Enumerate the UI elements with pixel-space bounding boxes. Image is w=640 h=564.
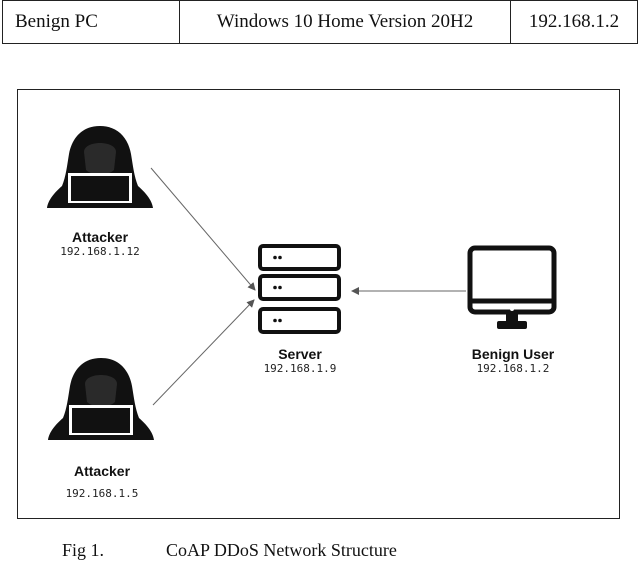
node-name: Server — [278, 346, 322, 362]
attacker-top-node: Attacker 192.168.1.12 — [50, 229, 150, 258]
node-ip: 192.168.1.12 — [60, 245, 140, 258]
link-attacker-top — [150, 167, 256, 291]
figure-number: Fig 1. — [62, 540, 105, 560]
node-name: Benign User — [471, 346, 555, 362]
server-node: Server 192.168.1.9 — [250, 346, 350, 375]
network-diagram — [47, 126, 557, 440]
server-icon — [258, 244, 341, 334]
figure-caption: Fig 1. CoAP DDoS Network Structure — [62, 540, 397, 561]
node-ip: 192.168.1.5 — [65, 487, 139, 500]
node-name: Attacker — [73, 463, 131, 479]
monitor-icon — [467, 245, 557, 329]
benign-user-node: Benign User 192.168.1.2 — [454, 346, 572, 375]
link-attacker-bottom — [152, 299, 255, 406]
hacker-icon — [48, 358, 154, 440]
table-row: Benign PC Windows 10 Home Version 20H2 1… — [2, 0, 638, 44]
node-ip: 192.168.1.9 — [263, 362, 337, 375]
figure-title: CoAP DDoS Network Structure — [166, 540, 397, 560]
spec-table: Benign PC Windows 10 Home Version 20H2 1… — [2, 0, 638, 44]
attacker-bottom-node: Attacker 192.168.1.5 — [52, 463, 152, 500]
table-cell-os: Windows 10 Home Version 20H2 — [179, 0, 511, 44]
network-figure: Attacker 192.168.1.12 Attacker 192.168.1… — [17, 89, 620, 519]
table-cell-ip: 192.168.1.2 — [510, 0, 638, 44]
node-ip: 192.168.1.2 — [476, 362, 550, 375]
node-name: Attacker — [71, 229, 129, 245]
hacker-icon — [47, 126, 153, 208]
table-cell-device: Benign PC — [2, 0, 180, 44]
